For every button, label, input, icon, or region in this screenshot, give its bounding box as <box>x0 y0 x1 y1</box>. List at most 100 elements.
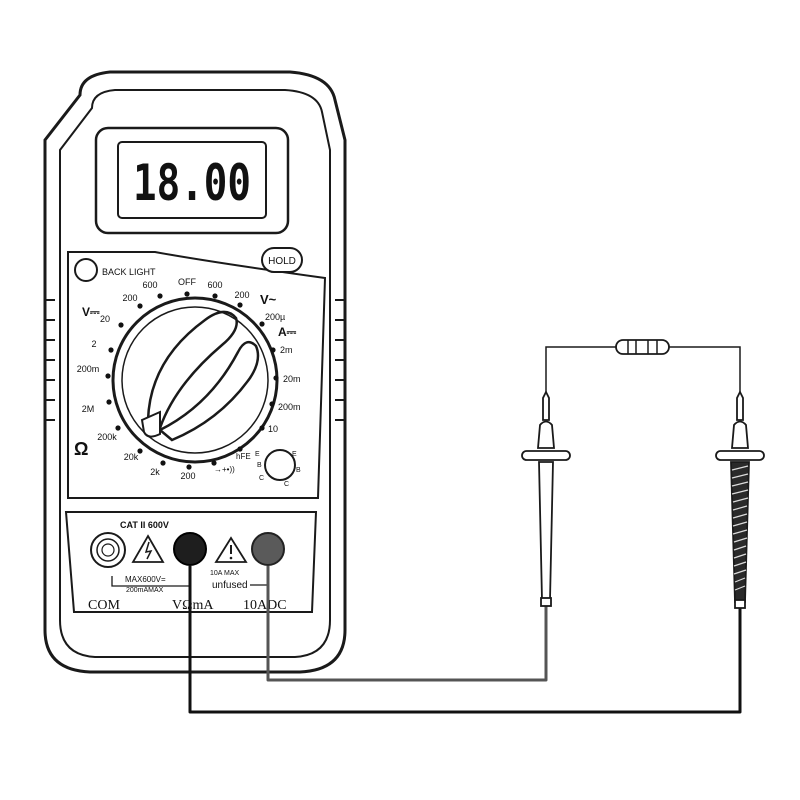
meter-outer-case <box>43 70 347 674</box>
range-label: 10 <box>268 424 278 434</box>
meter-inner-case <box>59 89 331 658</box>
test-leads <box>188 566 742 714</box>
detent-dot <box>270 347 276 353</box>
detent-dot <box>211 460 217 466</box>
jack-panel-outline <box>64 511 318 613</box>
hold-button[interactable] <box>261 247 303 273</box>
com-jack-core <box>101 543 115 557</box>
detent-dot <box>157 293 163 299</box>
dial-dca-symbol: A⎓ <box>278 325 297 339</box>
knob-grip-right <box>157 340 260 442</box>
hfe-pin-label: C <box>284 481 289 488</box>
max-ma-label: 200mAMAX <box>126 587 164 594</box>
hfe-pin-label: B <box>296 467 301 474</box>
detent-dot <box>237 302 243 308</box>
backlight-button[interactable] <box>74 258 98 282</box>
detent-dot <box>160 460 166 466</box>
resistor-wire-left <box>545 346 617 398</box>
range-label: 200 <box>234 290 249 300</box>
detent-dot <box>186 464 192 470</box>
com-jack[interactable] <box>90 532 126 568</box>
probe-strain-relief <box>734 599 746 609</box>
dial-panel: BACK LIGHT HOLD OFF V⎓ V~ A⎓ Ω 600 200 2… <box>67 247 327 499</box>
dial-acv-symbol: V~ <box>260 292 277 307</box>
dial-panel-outline <box>67 251 327 499</box>
lcd-bezel <box>94 126 290 235</box>
range-label: 20m <box>283 374 301 384</box>
range-label: 20 <box>100 314 110 324</box>
range-label: 2 <box>91 339 96 349</box>
knob-pointer <box>140 410 161 438</box>
detent-dot <box>273 375 279 381</box>
max-10a-label: 10A MAX <box>210 570 240 577</box>
knob-outer-ring <box>111 296 279 464</box>
hfe-pin-label: C <box>259 475 264 482</box>
range-label: 200 <box>180 471 195 481</box>
adc10-jack-body <box>251 532 285 566</box>
backlight-label: BACK LIGHT <box>102 267 156 277</box>
resistor-circuit <box>545 339 741 398</box>
dial-detent-dots <box>105 291 279 470</box>
range-label: 200k <box>97 432 117 442</box>
range-label: 600 <box>207 280 222 290</box>
range-label: 2m <box>280 345 293 355</box>
v-ohm-ma-label: VΩmA <box>172 598 214 613</box>
hfe-socket-ring <box>264 449 296 481</box>
detent-dot <box>184 291 190 297</box>
hfe-pin-label: E <box>292 451 297 458</box>
detent-dot <box>115 425 121 431</box>
lcd-reading: 18.00 <box>133 154 251 212</box>
range-label: 20k <box>124 452 139 462</box>
unfused-label: unfused <box>212 580 248 591</box>
range-label: 200m <box>77 364 100 374</box>
range-label: 2k <box>150 467 160 477</box>
range-label: hFE <box>236 452 251 461</box>
detent-dot <box>137 303 143 309</box>
hfe-socket[interactable]: E B C B C E <box>255 449 301 488</box>
detent-dot <box>269 401 275 407</box>
lcd-display: 18.00 <box>94 126 290 235</box>
warning-icon <box>214 536 248 563</box>
black-probe <box>715 389 765 609</box>
detent-dot <box>237 446 243 452</box>
knob-inner-ring <box>121 306 269 454</box>
range-label: →+•)) <box>214 465 235 474</box>
red-probe <box>521 389 571 607</box>
red-test-lead <box>266 566 548 682</box>
resistor <box>615 339 670 355</box>
dial-off-label: OFF <box>178 277 196 287</box>
hold-label: HOLD <box>268 256 296 267</box>
range-label: 200m <box>278 402 301 412</box>
jack-panel: CAT II 600V 10A MAX MAX600V= 200mAMAX u <box>64 511 318 613</box>
com-label: COM <box>88 598 120 613</box>
dial-ohm-symbol: Ω <box>74 439 88 459</box>
probe-body-upper <box>731 420 749 449</box>
adc10-jack[interactable] <box>251 532 285 566</box>
black-test-lead <box>188 566 742 714</box>
cat-rating: CAT II 600V <box>120 520 169 530</box>
detent-dot <box>137 448 143 454</box>
rotary-selector-knob[interactable] <box>111 296 279 464</box>
lcd-window <box>117 141 267 219</box>
dial-dcv-symbol: V⎓ <box>82 305 100 319</box>
probe-finger-guard <box>715 450 765 461</box>
multimeter <box>43 70 347 674</box>
probe-handle-ribs <box>731 465 749 591</box>
range-label: 2M <box>82 404 95 414</box>
detent-dot <box>259 321 265 327</box>
knob-grip-left <box>146 310 238 430</box>
probe-body-upper <box>537 420 555 449</box>
hfe-pin-label: E <box>255 451 260 458</box>
probe-finger-guard <box>521 450 571 461</box>
detent-dot <box>118 322 124 328</box>
range-label: 200 <box>122 293 137 303</box>
range-label: 200µ <box>265 312 285 322</box>
v-ohm-ma-jack[interactable] <box>173 532 207 566</box>
v-ohm-ma-jack-body <box>173 532 207 566</box>
hfe-pin-label: B <box>257 462 262 469</box>
range-label: 600 <box>142 280 157 290</box>
max-voltage-label: MAX600V= <box>125 575 166 584</box>
dial-range-labels: 600 200 20 2 200m 2M 200k 20k 2k 200 →+•… <box>77 280 301 481</box>
detent-dot <box>105 373 111 379</box>
